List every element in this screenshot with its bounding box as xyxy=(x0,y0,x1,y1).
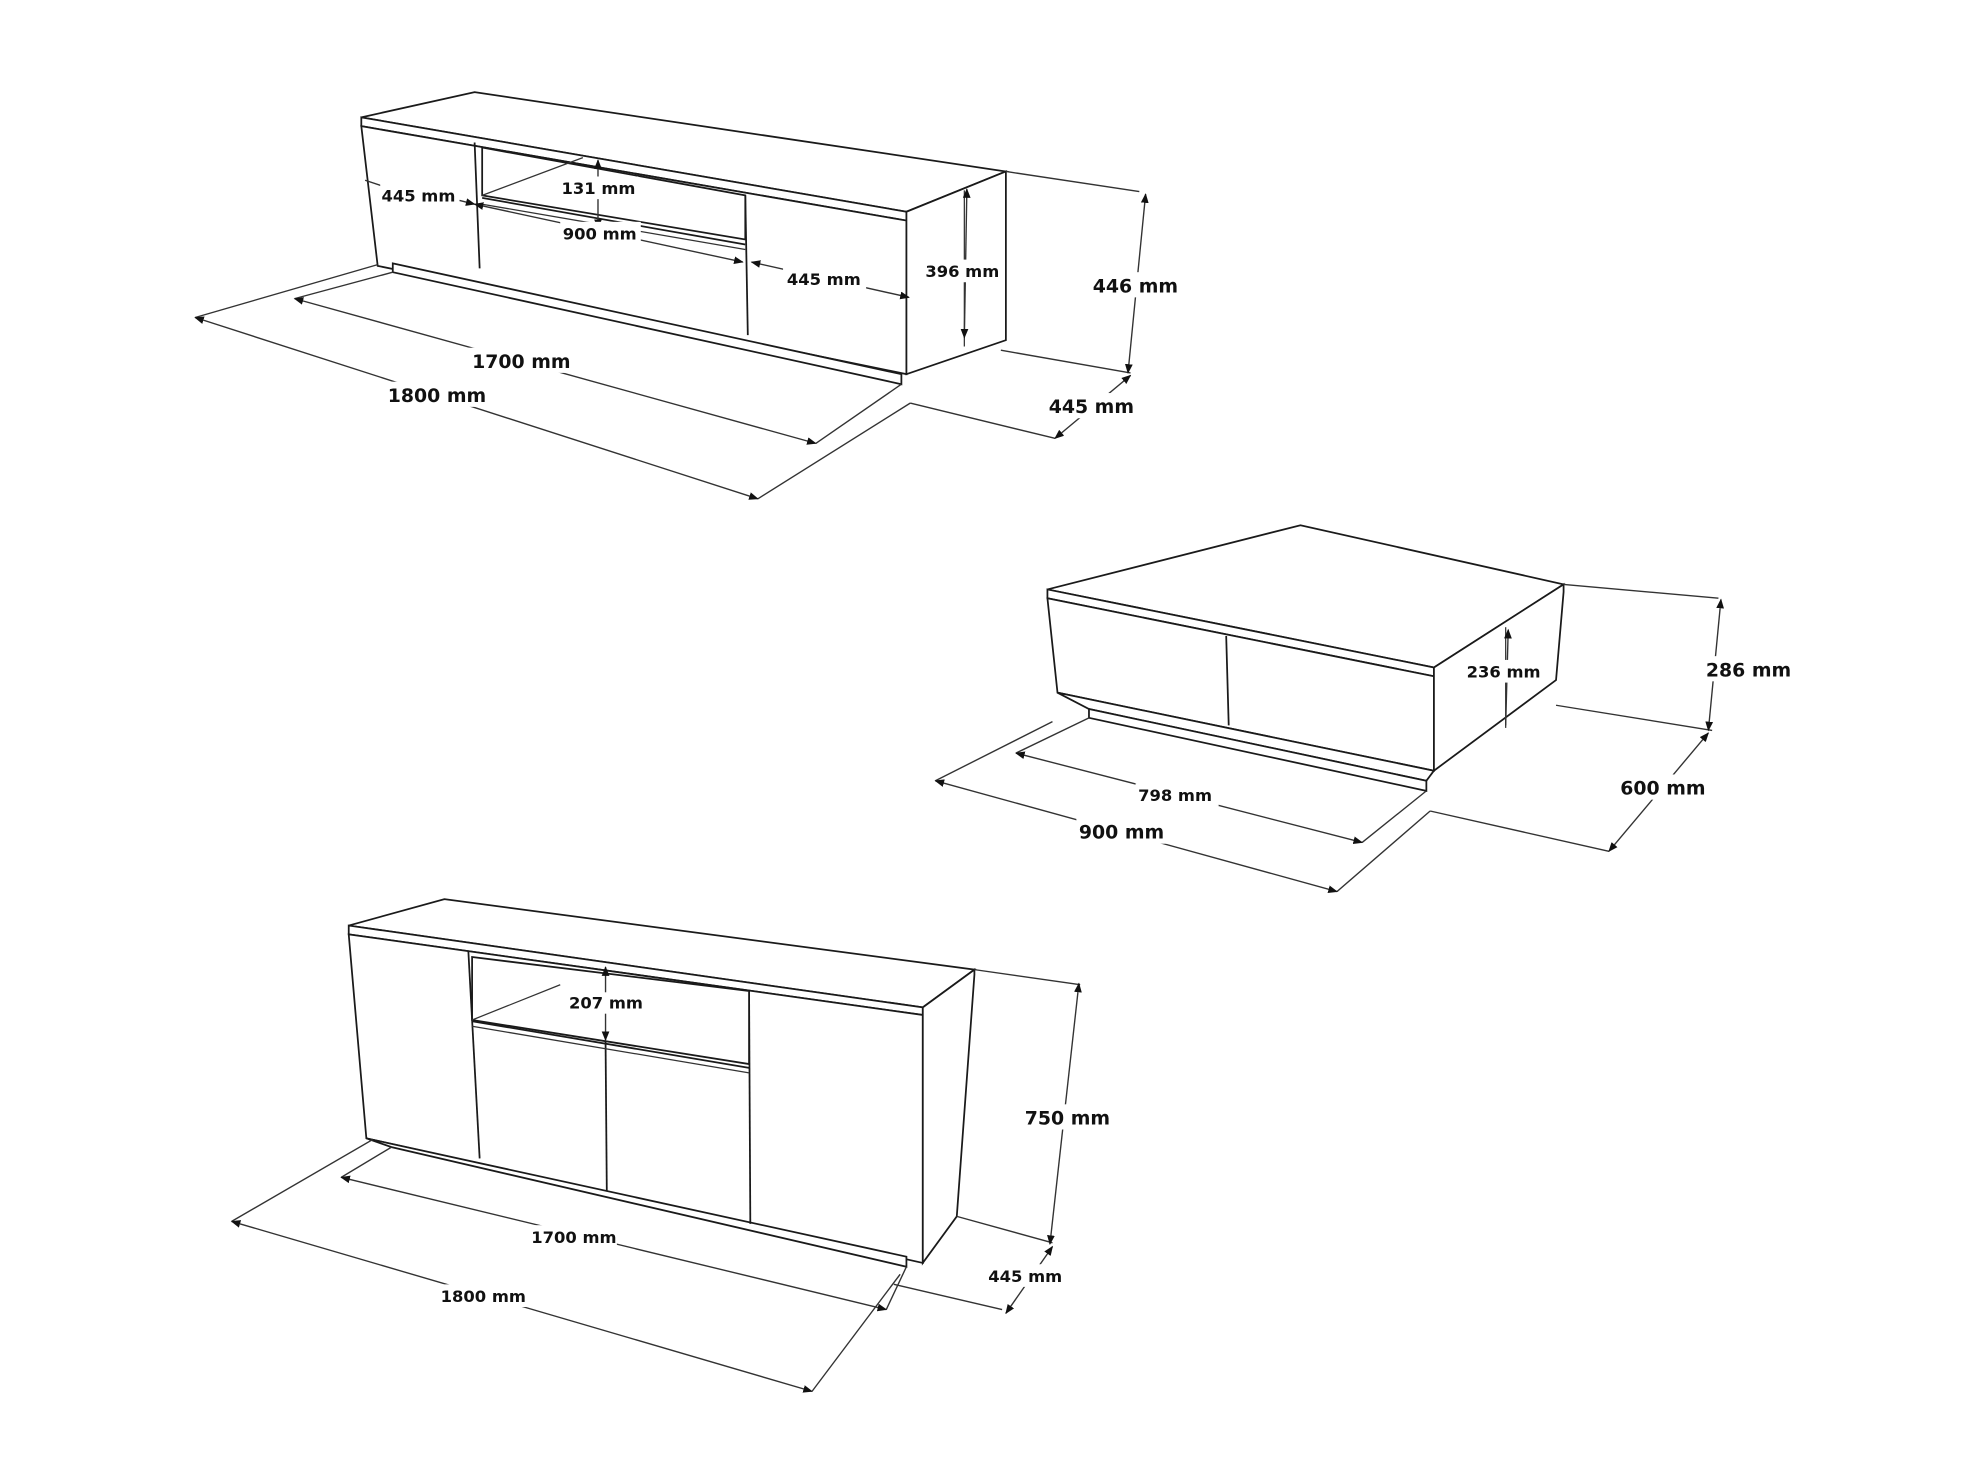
sideboard-drawing xyxy=(347,898,977,1268)
tv-unit-depth-label: 445 mm xyxy=(1049,396,1134,418)
tv-unit-right-door-width-label: 445 mm xyxy=(787,270,861,289)
sideboard-depth-label: 445 mm xyxy=(988,1267,1062,1286)
coffee-table-inner-width-label: 798 mm xyxy=(1138,786,1212,805)
tv-unit-left-door-width-label: 445 mm xyxy=(381,187,455,206)
tv-unit-dimensions: 445 mm 131 mm 900 mm 445 mm 396 mm 446 m… xyxy=(194,159,1181,500)
coffee-table-total-width-label: 900 mm xyxy=(1079,822,1164,844)
tv-unit-total-width-label: 1800 mm xyxy=(388,385,486,407)
coffee-table-inner-height-label: 236 mm xyxy=(1467,663,1541,682)
tv-unit-inner-width-label: 1700 mm xyxy=(472,351,570,373)
sideboard-inner-width-label: 1700 mm xyxy=(531,1228,616,1247)
coffee-table-drawing xyxy=(1046,524,1566,792)
tv-unit-drawer-width-label: 900 mm xyxy=(563,224,637,243)
tv-unit-drawing xyxy=(360,91,1010,386)
coffee-table-dimensions: 236 mm 286 mm 798 mm 900 mm 600 mm xyxy=(934,583,1794,893)
sideboard-shelf-height-label: 207 mm xyxy=(569,994,643,1013)
sideboard-total-width-label: 1800 mm xyxy=(441,1287,526,1306)
tv-unit-shelf-height-label: 131 mm xyxy=(561,179,635,198)
sideboard-dimensions: 207 mm 750 mm 1700 mm 1800 mm 445 mm xyxy=(230,966,1110,1393)
tv-unit-inner-height-label: 396 mm xyxy=(925,262,999,281)
coffee-table-total-height-label: 286 mm xyxy=(1706,659,1791,681)
coffee-table-depth-label: 600 mm xyxy=(1620,778,1705,800)
tv-unit-total-height-label: 446 mm xyxy=(1093,275,1178,297)
sideboard-total-height-label: 750 mm xyxy=(1025,1107,1110,1129)
